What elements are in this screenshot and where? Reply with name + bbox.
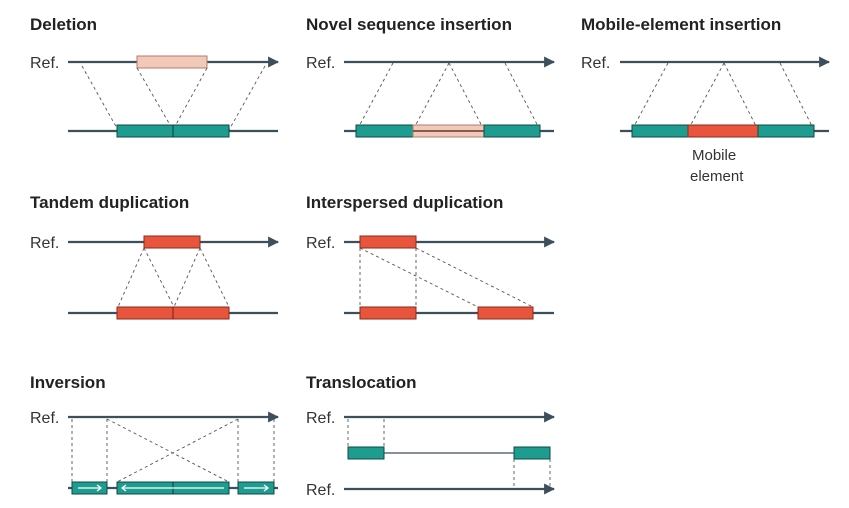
dashed-guide [172, 67, 208, 131]
dashed-guide [143, 247, 175, 308]
dashed-guide [81, 65, 119, 131]
duplicated-segment [359, 306, 417, 320]
dashed-guide [106, 418, 230, 483]
reverse-arrow-icon [120, 484, 224, 492]
dashed-guide [173, 247, 201, 308]
panel-mobile-insertion: Mobile-element insertion Ref. Mobile ele… [581, 15, 831, 185]
flanking-segment [631, 124, 689, 138]
dashed-guide [779, 62, 815, 131]
panel-title: Translocation [306, 373, 417, 392]
ref-label: Ref. [306, 482, 335, 499]
flanking-segment [355, 124, 414, 138]
ref-label: Ref. [30, 410, 59, 427]
panel-interspersed-duplication: Interspersed duplication Ref. [306, 193, 556, 320]
panel-translocation: Translocation Ref. Ref. [306, 373, 556, 499]
mobile-element-segment [687, 124, 759, 138]
ref-label: Ref. [306, 55, 335, 72]
panel-title: Tandem duplication [30, 193, 189, 212]
panel-title: Novel sequence insertion [306, 15, 512, 34]
duplicated-segment [359, 235, 417, 249]
panel-title: Mobile-element insertion [581, 15, 781, 34]
dashed-guide [415, 247, 534, 308]
mobile-element-label: Mobile [692, 147, 736, 164]
forward-arrow-icon [244, 484, 270, 492]
mobile-element-label: element [690, 168, 744, 185]
dashed-guide [116, 418, 239, 483]
dashed-guide [117, 247, 145, 308]
dashed-guide [199, 247, 230, 308]
forward-arrow-icon [78, 484, 103, 492]
panel-novel-insertion: Novel sequence insertion Ref. [306, 15, 556, 138]
panel-inversion: Inversion Ref. [30, 373, 280, 495]
dashed-guide [448, 62, 485, 131]
dashed-guide [631, 62, 669, 131]
dashed-guide [687, 62, 725, 131]
ref-label: Ref. [30, 235, 59, 252]
panel-deletion: Deletion Ref. [30, 15, 280, 138]
duplicated-segment [143, 235, 201, 249]
dashed-guide [723, 62, 759, 131]
ref-label: Ref. [306, 235, 335, 252]
deleted-segment [136, 55, 208, 69]
panel-tandem-duplication: Tandem duplication Ref. [30, 193, 280, 320]
panel-title: Deletion [30, 15, 97, 34]
panel-title: Inversion [30, 373, 106, 392]
dashed-guide [136, 67, 174, 131]
translocated-segment [513, 446, 551, 460]
ref-label: Ref. [30, 55, 59, 72]
flanking-segment [757, 124, 815, 138]
dashed-guide [356, 62, 394, 131]
ref-label: Ref. [581, 55, 610, 72]
dashed-guide [359, 247, 479, 308]
translocated-segment [347, 446, 385, 460]
ref-label: Ref. [306, 410, 335, 427]
duplicated-segment [477, 306, 534, 320]
dashed-guide [228, 65, 266, 131]
dashed-guide [412, 62, 450, 131]
flanking-segment [483, 124, 541, 138]
dashed-guide [504, 62, 541, 131]
panel-title: Interspersed duplication [306, 193, 503, 212]
